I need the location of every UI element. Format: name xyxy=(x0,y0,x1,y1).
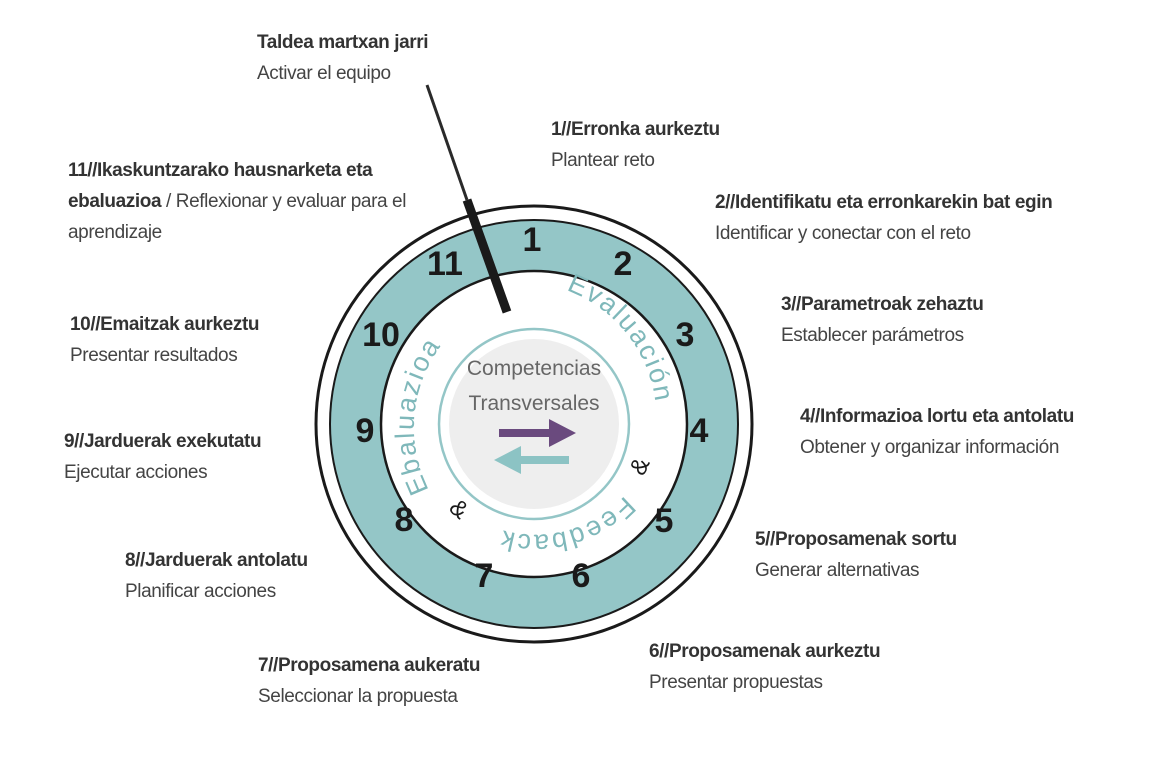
arrow-left-icon xyxy=(494,446,569,474)
step-8-prefix: 8// xyxy=(125,550,145,571)
step-11-label: 11//Ikaskuntzarako hausnarketa eta ebalu… xyxy=(68,155,408,248)
step-8-title: Jarduerak antolatu xyxy=(144,550,308,571)
ring-number-6: 6 xyxy=(572,557,591,595)
ring-number-5: 5 xyxy=(655,502,674,540)
ring-number-9: 9 xyxy=(356,412,375,450)
step-3-subtitle: Establecer parámetros xyxy=(781,325,964,346)
step-11-prefix: 11// xyxy=(68,160,98,181)
ring-number-1: 1 xyxy=(523,221,542,259)
step-7-subtitle: Seleccionar la propuesta xyxy=(258,686,458,707)
center-disc xyxy=(449,339,619,509)
step-7-title: Proposamena aukeratu xyxy=(277,655,481,676)
ring-number-10: 10 xyxy=(362,316,400,354)
step-11-title: Ikaskuntzarako hausnarketa eta ebaluazio… xyxy=(68,160,373,212)
step-7-prefix: 7// xyxy=(258,655,278,676)
step-3-prefix: 3// xyxy=(781,294,801,315)
step-2-title: Identifikatu eta erronkarekin bat egin xyxy=(734,192,1053,213)
step-4-label: 4//Informazioa lortu eta antolatu Obtene… xyxy=(800,401,1074,463)
step-2-prefix: 2// xyxy=(715,192,735,213)
step-10-label: 10//Emaitzak aurkeztu Presentar resultad… xyxy=(70,309,259,371)
step-4-prefix: 4// xyxy=(800,406,820,427)
step-2-subtitle: Identificar y conectar con el reto xyxy=(715,223,971,244)
step-1-subtitle: Plantear reto xyxy=(551,150,655,171)
step-8-subtitle: Planificar acciones xyxy=(125,581,276,602)
step-8-label: 8//Jarduerak antolatu Planificar accione… xyxy=(125,545,308,607)
step-3-label: 3//Parametroak zehaztu Establecer paráme… xyxy=(781,289,984,351)
step-10-subtitle: Presentar resultados xyxy=(70,345,238,366)
center-line-2: Transversales xyxy=(468,392,599,415)
step-4-title: Informazioa lortu eta antolatu xyxy=(819,406,1074,427)
ring-number-8: 8 xyxy=(395,501,414,539)
ring-number-2: 2 xyxy=(614,245,633,283)
step-4-subtitle: Obtener y organizar información xyxy=(800,437,1060,458)
step-5-subtitle: Generar alternativas xyxy=(755,560,920,581)
ring-number-3: 3 xyxy=(676,316,695,354)
step-6-subtitle: Presentar propuestas xyxy=(649,672,823,693)
step-11-separator: / xyxy=(161,191,176,212)
step-6-prefix: 6// xyxy=(649,641,669,662)
ring-number-11: 11 xyxy=(427,245,463,283)
step-9-subtitle: Ejecutar acciones xyxy=(64,462,208,483)
step-5-prefix: 5// xyxy=(755,529,775,550)
step-1-title: Erronka aurkeztu xyxy=(570,119,720,140)
step-7-label: 7//Proposamena aukeratu Seleccionar la p… xyxy=(258,650,480,712)
step-2-label: 2//Identifikatu eta erronkarekin bat egi… xyxy=(715,187,1053,249)
arrow-right-icon xyxy=(499,419,576,447)
step-5-title: Proposamenak sortu xyxy=(774,529,957,550)
start-subtitle: Activar el equipo xyxy=(257,63,391,84)
start-title: Taldea martxan jarri xyxy=(257,32,429,53)
step-1-prefix: 1// xyxy=(551,119,571,140)
step-9-prefix: 9// xyxy=(64,431,84,452)
step-11-subtitle: Reflexionar y evaluar para el aprendizaj… xyxy=(68,191,407,243)
step-1-label: 1//Erronka aurkeztu Plantear reto xyxy=(551,114,720,176)
step-6-label: 6//Proposamenak aurkeztu Presentar propu… xyxy=(649,636,881,698)
step-5-label: 5//Proposamenak sortu Generar alternativ… xyxy=(755,524,957,586)
center-line-1: Competencias xyxy=(467,357,601,380)
step-10-title: Emaitzak aurkeztu xyxy=(100,314,260,335)
step-9-title: Jarduerak exekutatu xyxy=(83,431,262,452)
step-9-label: 9//Jarduerak exekutatu Ejecutar acciones xyxy=(64,426,262,488)
ring-number-4: 4 xyxy=(690,412,709,450)
start-label: Taldea martxan jarri Activar el equipo xyxy=(257,27,429,89)
inner-teal-line xyxy=(437,327,631,521)
step-3-title: Parametroak zehaztu xyxy=(800,294,984,315)
step-10-prefix: 10// xyxy=(70,314,101,335)
step-6-title: Proposamenak aurkeztu xyxy=(668,641,881,662)
start-pointer-thick xyxy=(462,198,512,314)
start-pointer-thin xyxy=(425,84,469,201)
ring-number-7: 7 xyxy=(475,557,494,595)
